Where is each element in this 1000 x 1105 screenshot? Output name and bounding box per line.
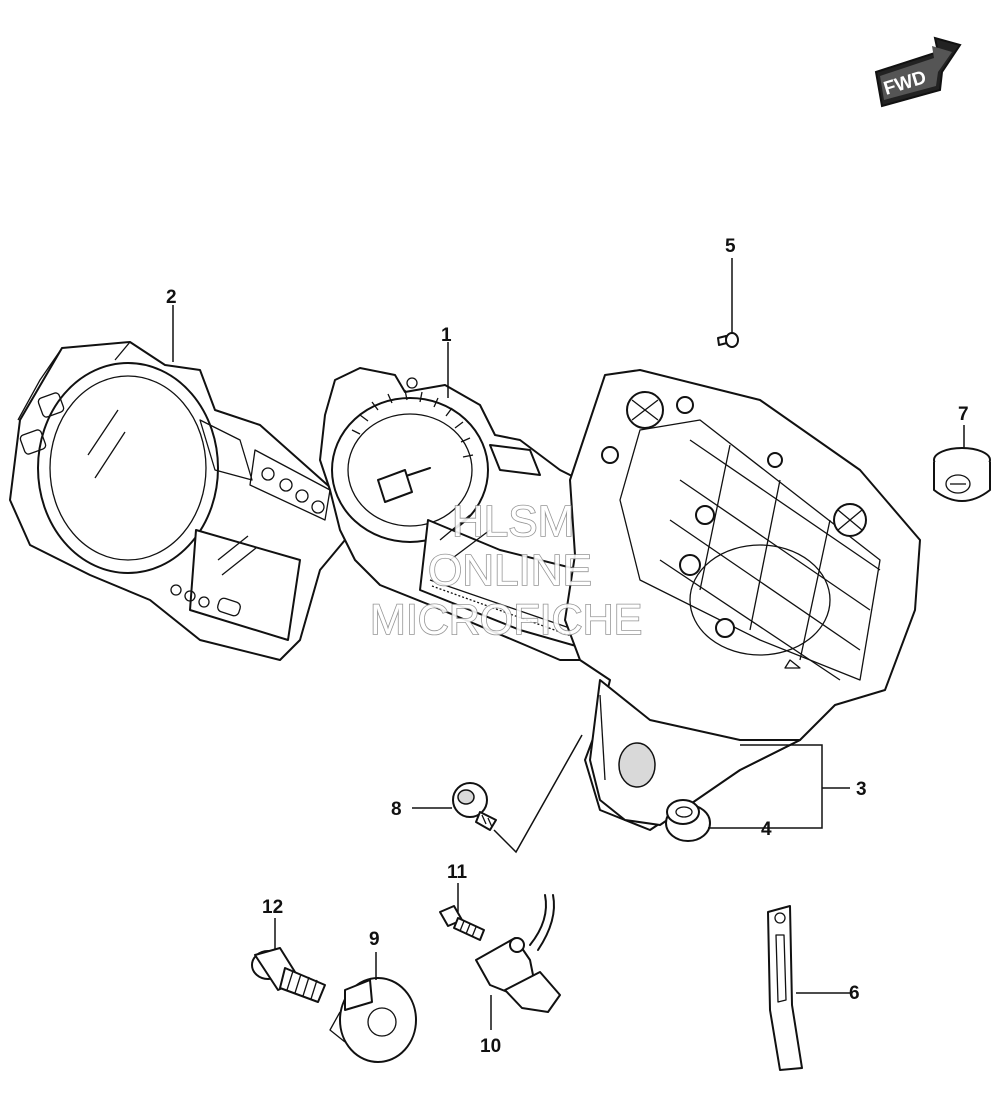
part-12-bolt bbox=[251, 947, 326, 1003]
part-11-bolt bbox=[439, 905, 485, 941]
callout-11: 11 bbox=[447, 862, 468, 883]
callout-labels: 1 2 3 4 5 6 7 8 9 10 11 12 bbox=[166, 236, 969, 1057]
callout-8: 8 bbox=[391, 799, 402, 820]
watermark-line-3: MICROFICHE bbox=[370, 596, 642, 644]
callout-3: 3 bbox=[856, 779, 867, 800]
callout-6: 6 bbox=[849, 983, 860, 1004]
leader-lines bbox=[172, 258, 965, 1030]
callout-5: 5 bbox=[725, 236, 736, 257]
watermark-line-1: HLSM bbox=[452, 497, 574, 546]
callout-9: 9 bbox=[369, 929, 380, 950]
callout-7: 7 bbox=[958, 404, 969, 425]
callout-10: 10 bbox=[480, 1036, 501, 1057]
part-9-collar bbox=[329, 977, 417, 1063]
fwd-arrow-icon: FWD bbox=[874, 36, 962, 108]
callout-1: 1 bbox=[441, 325, 452, 346]
part-10-speed-sensor bbox=[475, 894, 561, 1013]
watermark: HLSM ONLINE MICROFICHE bbox=[369, 496, 643, 645]
watermark-line-2: ONLINE bbox=[428, 546, 592, 595]
part-1-meter-assembly bbox=[319, 367, 626, 661]
part-4-grommet bbox=[665, 799, 711, 842]
callout-2: 2 bbox=[166, 287, 177, 308]
callout-4: 4 bbox=[761, 819, 772, 840]
part-2-bezel bbox=[9, 341, 351, 661]
part-3-meter-case bbox=[564, 369, 921, 831]
part-7-grommet bbox=[933, 447, 991, 502]
callout-12: 12 bbox=[262, 897, 283, 918]
part-8-bolt bbox=[452, 782, 497, 831]
part-6-strap bbox=[767, 905, 803, 1071]
part-5-screw bbox=[717, 332, 739, 348]
